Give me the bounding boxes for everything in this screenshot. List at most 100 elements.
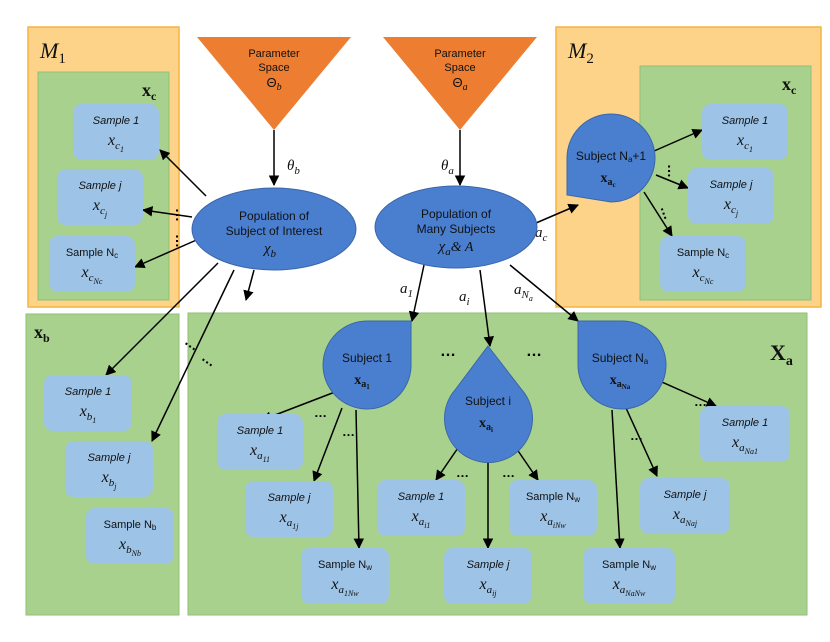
svg-text:Θb: Θb <box>266 75 281 93</box>
sample-box-m2-s1: Sample 1 xc1 <box>702 104 788 160</box>
sample-symbol: xcNc <box>692 264 714 286</box>
a-1-label: a1 <box>400 281 413 300</box>
svg-text:…: … <box>665 164 681 178</box>
svg-text:…: … <box>630 428 643 443</box>
sample-label: Sample j <box>664 489 707 501</box>
sample-symbol: xbNb <box>118 536 141 558</box>
sample-label: Sample j <box>79 180 122 192</box>
theta-a-label: θa <box>441 158 454 177</box>
sample-box-an-s1: Sample 1 xaNa1 <box>700 406 790 462</box>
sample-box-ai-s1: Sample 1 xai1 <box>377 480 465 536</box>
sample-symbol: xc1 <box>736 132 753 154</box>
sample-box-an-sj: Sample j xaNaj <box>640 478 730 534</box>
svg-text:xaNa: xaNa <box>610 373 631 391</box>
svg-text:…: … <box>173 208 189 222</box>
sample-box-m1-sn: Sample Nc xcNc <box>49 236 135 292</box>
sample-box-a1-s1: Sample 1 xa11 <box>217 414 303 470</box>
sample-symbol: xa11 <box>249 442 270 464</box>
svg-text:xac: xac <box>600 171 615 189</box>
sample-symbol: xai1 <box>411 508 431 530</box>
sample-label: Sample j <box>467 559 510 571</box>
sample-symbol: xa1j <box>279 509 300 531</box>
sample-label: Sample 1 <box>237 425 283 437</box>
sample-label: Sample Nw <box>602 559 656 572</box>
sample-box-m2-sn: Sample Nc xcNc <box>660 236 746 292</box>
sample-symbol: xaNaNw <box>612 576 646 598</box>
theta-b-label: θb <box>287 158 300 177</box>
sample-symbol: xaiNw <box>539 508 566 530</box>
svg-text:Subject Na: Subject Na <box>592 351 649 366</box>
xb-label: xb <box>34 322 50 345</box>
sample-label: Sample Nc <box>66 247 118 260</box>
subject-nc-node: Subject Na+1 xac <box>566 113 656 203</box>
svg-text:…: … <box>657 203 677 222</box>
subject-i-node: Subject i xai <box>444 345 533 463</box>
parameter-space-a: Parameter Space Θa <box>383 37 537 130</box>
svg-text:Subject of Interest: Subject of Interest <box>226 224 323 238</box>
sample-label: Sample Nw <box>526 491 580 504</box>
a-i-label: ai <box>459 289 470 308</box>
sample-label: Sample j <box>88 452 131 464</box>
sample-label: Sample 1 <box>65 386 111 398</box>
svg-text:xai: xai <box>479 416 493 434</box>
sample-label: Sample 1 <box>93 115 139 127</box>
sample-label: Sample 1 <box>722 115 768 127</box>
svg-text:χa& A: χa& A <box>437 239 474 258</box>
sample-label: Sample 1 <box>722 417 768 429</box>
svg-text:…: … <box>342 424 355 439</box>
sample-symbol: xaNaj <box>672 506 698 528</box>
svg-text:…: … <box>694 394 707 409</box>
svg-text:xa1: xa1 <box>354 373 370 391</box>
svg-text:Θa: Θa <box>452 75 467 93</box>
sample-symbol: xbj <box>101 469 118 491</box>
svg-text:…: … <box>526 343 542 360</box>
sample-box-b-sj: Sample j xbj <box>65 441 153 497</box>
parameter-space-b: Parameter Space Θb <box>197 37 351 130</box>
svg-text:Population of: Population of <box>239 209 310 223</box>
m2-xc-label: xc <box>782 74 797 97</box>
sample-symbol: xcj <box>723 196 739 218</box>
sample-symbol: xaNa1 <box>731 434 758 456</box>
population-many-subjects: Population of Many Subjects χa& A <box>374 185 538 269</box>
svg-text:χb: χb <box>262 241 277 260</box>
subject-1-node: Subject 1 xa1 <box>322 320 412 410</box>
sample-label: Sample j <box>710 179 753 191</box>
svg-text:…: … <box>456 465 469 480</box>
a-c-label: ac <box>535 225 548 244</box>
svg-text:Subject 1: Subject 1 <box>342 351 392 365</box>
a-n-label: aNa <box>514 282 533 303</box>
sample-symbol: xc1 <box>107 132 124 154</box>
sample-box-an-sn: Sample Nw xaNaNw <box>583 548 675 604</box>
subject-na-node: Subject Na xaNa <box>577 320 667 410</box>
svg-text:…: … <box>314 405 327 420</box>
svg-text:Space: Space <box>258 62 289 74</box>
svg-text:…: … <box>173 234 189 248</box>
sample-symbol: xa1Nw <box>330 576 359 598</box>
sample-label: Sample Nc <box>677 247 729 260</box>
svg-text:…: … <box>440 343 456 360</box>
m1-label: M1 <box>39 38 66 67</box>
sample-box-a1-sj: Sample j xa1j <box>245 481 333 537</box>
sample-box-ai-sn: Sample Nw xaiNw <box>509 480 597 536</box>
sample-label: Sample j <box>268 492 311 504</box>
xa-label: Xa <box>770 340 793 369</box>
sample-box-b-sn: Sample Nb xbNb <box>86 508 174 564</box>
sample-box-m2-sj: Sample j xcj <box>688 168 774 224</box>
population-subject-of-interest: Population of Subject of Interest χb <box>191 187 357 271</box>
sample-label: Sample Nb <box>104 519 157 532</box>
sample-symbol: xcNc <box>81 264 103 286</box>
sample-symbol: xb1 <box>79 403 97 425</box>
sample-label: Sample 1 <box>398 491 444 503</box>
sample-box-m1-s1: Sample 1 xc1 <box>73 104 159 160</box>
m1-xc-label: xc <box>142 80 157 103</box>
sample-box-b-s1: Sample 1 xb1 <box>44 375 132 431</box>
svg-text:Subject Na+1: Subject Na+1 <box>576 149 646 164</box>
sample-symbol: xaij <box>478 576 497 598</box>
svg-text:Subject i: Subject i <box>465 394 511 408</box>
svg-text:Parameter: Parameter <box>434 48 486 60</box>
svg-text:Many Subjects: Many Subjects <box>417 222 496 236</box>
m2-label: M2 <box>567 38 594 67</box>
